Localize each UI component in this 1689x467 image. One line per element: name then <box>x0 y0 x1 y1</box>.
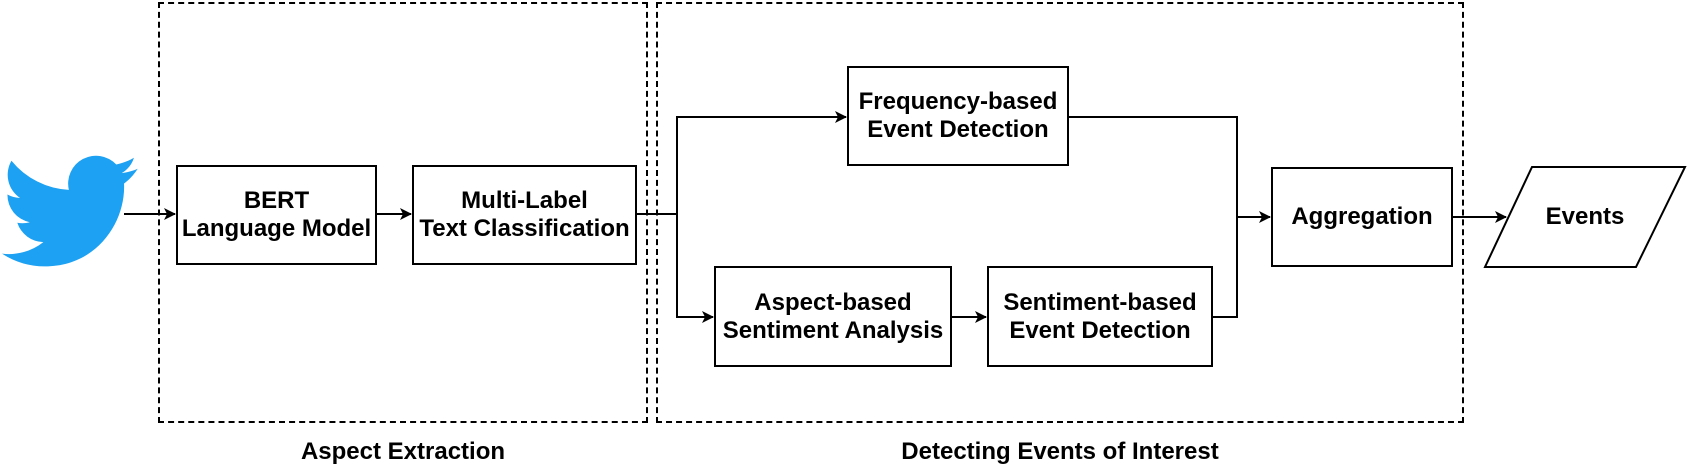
sentiment-event-detection-node: Sentiment-based Event Detection <box>987 266 1213 367</box>
aspect-extraction-group <box>158 2 648 423</box>
multi-label-classification-label: Multi-Label Text Classification <box>419 187 630 242</box>
detecting-events-caption: Detecting Events of Interest <box>901 438 1219 465</box>
edge-frequency-to-aggregation <box>1069 116 1238 217</box>
frequency-event-detection-node: Frequency-based Event Detection <box>847 66 1069 166</box>
aggregation-node: Aggregation <box>1271 167 1453 267</box>
twitter-bird-icon <box>2 155 138 267</box>
aspect-extraction-caption: Aspect Extraction <box>300 438 506 465</box>
edge-multilabel-to-absa <box>676 214 714 323</box>
aspect-sentiment-analysis-node: Aspect-based Sentiment Analysis <box>714 266 952 367</box>
events-parallelogram <box>1483 166 1687 268</box>
events-output-node: Events <box>1500 167 1670 267</box>
sentiment-event-detection-label: Sentiment-based Event Detection <box>1003 288 1197 344</box>
multi-label-classification-node: Multi-Label Text Classification <box>412 165 637 265</box>
edge-sentiment-detection-to-aggregation <box>1213 217 1238 318</box>
frequency-event-detection-label: Frequency-based Event Detection <box>858 88 1058 143</box>
aspect-sentiment-analysis-label: Aspect-based Sentiment Analysis <box>722 288 944 344</box>
detecting-events-group <box>656 2 1464 423</box>
events-output-label: Events <box>1545 203 1625 230</box>
aggregation-label: Aggregation <box>1291 203 1433 230</box>
bert-language-model-node: BERT Language Model <box>176 165 377 265</box>
edge-multilabel-to-frequency <box>637 111 847 215</box>
bert-language-model-label: BERT Language Model <box>181 187 372 242</box>
